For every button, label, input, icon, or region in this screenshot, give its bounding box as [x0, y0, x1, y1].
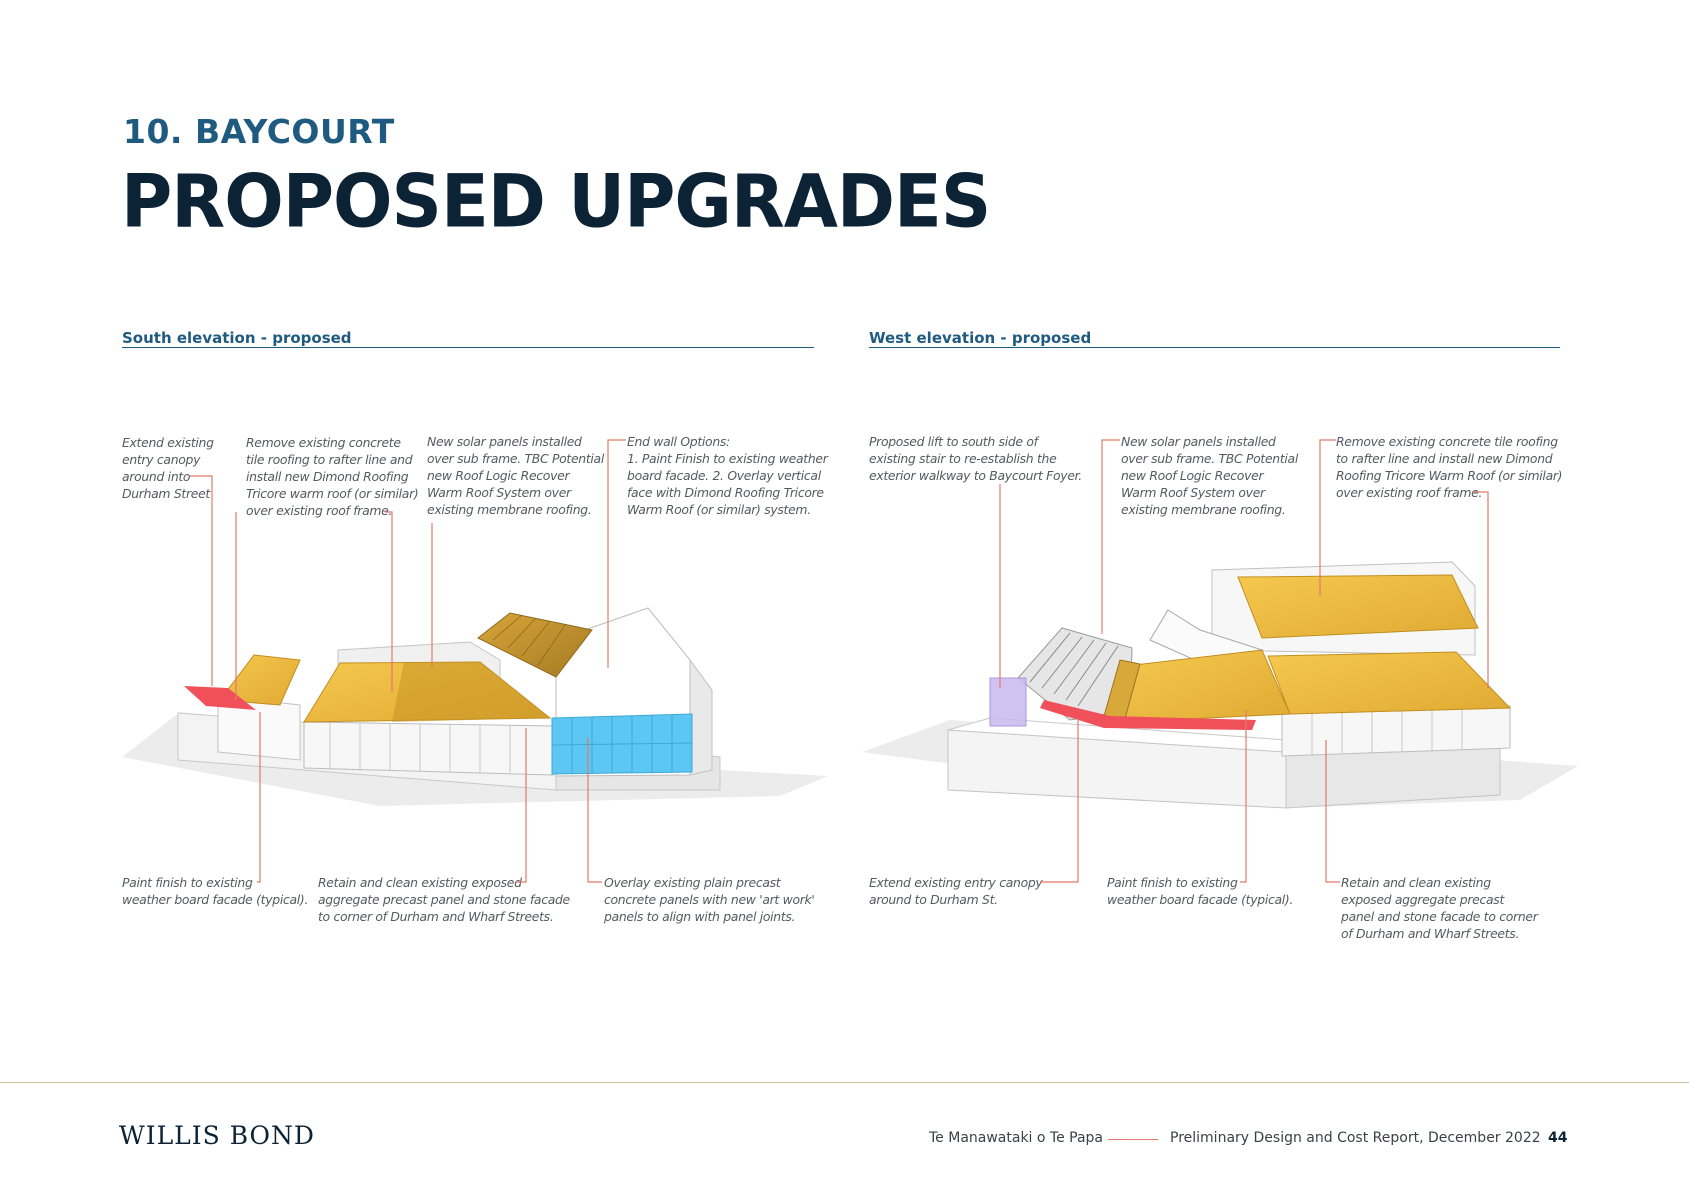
west-front-roof — [1123, 649, 1291, 723]
west-elevation-rule — [869, 347, 1560, 348]
south-elevation-title: South elevation - proposed — [122, 329, 352, 347]
south-note-endwall: End wall Options:1. Paint Finish to exis… — [627, 434, 828, 517]
section-number: 10. BAYCOURT — [123, 112, 395, 151]
page-number: 44 — [1548, 1130, 1568, 1146]
page-title: PROPOSED UPGRADES — [121, 158, 991, 245]
south-middle-roof-dark — [392, 662, 550, 722]
willis-bond-logo: WILLIS BOND — [119, 1121, 315, 1150]
footer-separator — [1108, 1139, 1158, 1140]
west-right-roof — [1267, 651, 1512, 715]
south-canopy — [184, 686, 256, 710]
west-leaders — [999, 439, 1489, 883]
south-leaders — [190, 439, 626, 883]
south-solar-panels — [477, 612, 593, 678]
west-elevation-title: West elevation - proposed — [869, 329, 1092, 347]
south-elevation-rule — [122, 347, 814, 348]
footer-report: Preliminary Design and Cost Report, Dece… — [1170, 1130, 1541, 1146]
south-mid-walls — [303, 721, 554, 776]
west-canopy — [1040, 700, 1256, 730]
footer-project: Te Manawataki o Te Papa — [929, 1130, 1104, 1146]
south-left-roof — [219, 654, 301, 706]
west-lift — [989, 677, 1027, 727]
footer-rule — [0, 1082, 1689, 1083]
west-rear-roof — [1237, 574, 1479, 639]
